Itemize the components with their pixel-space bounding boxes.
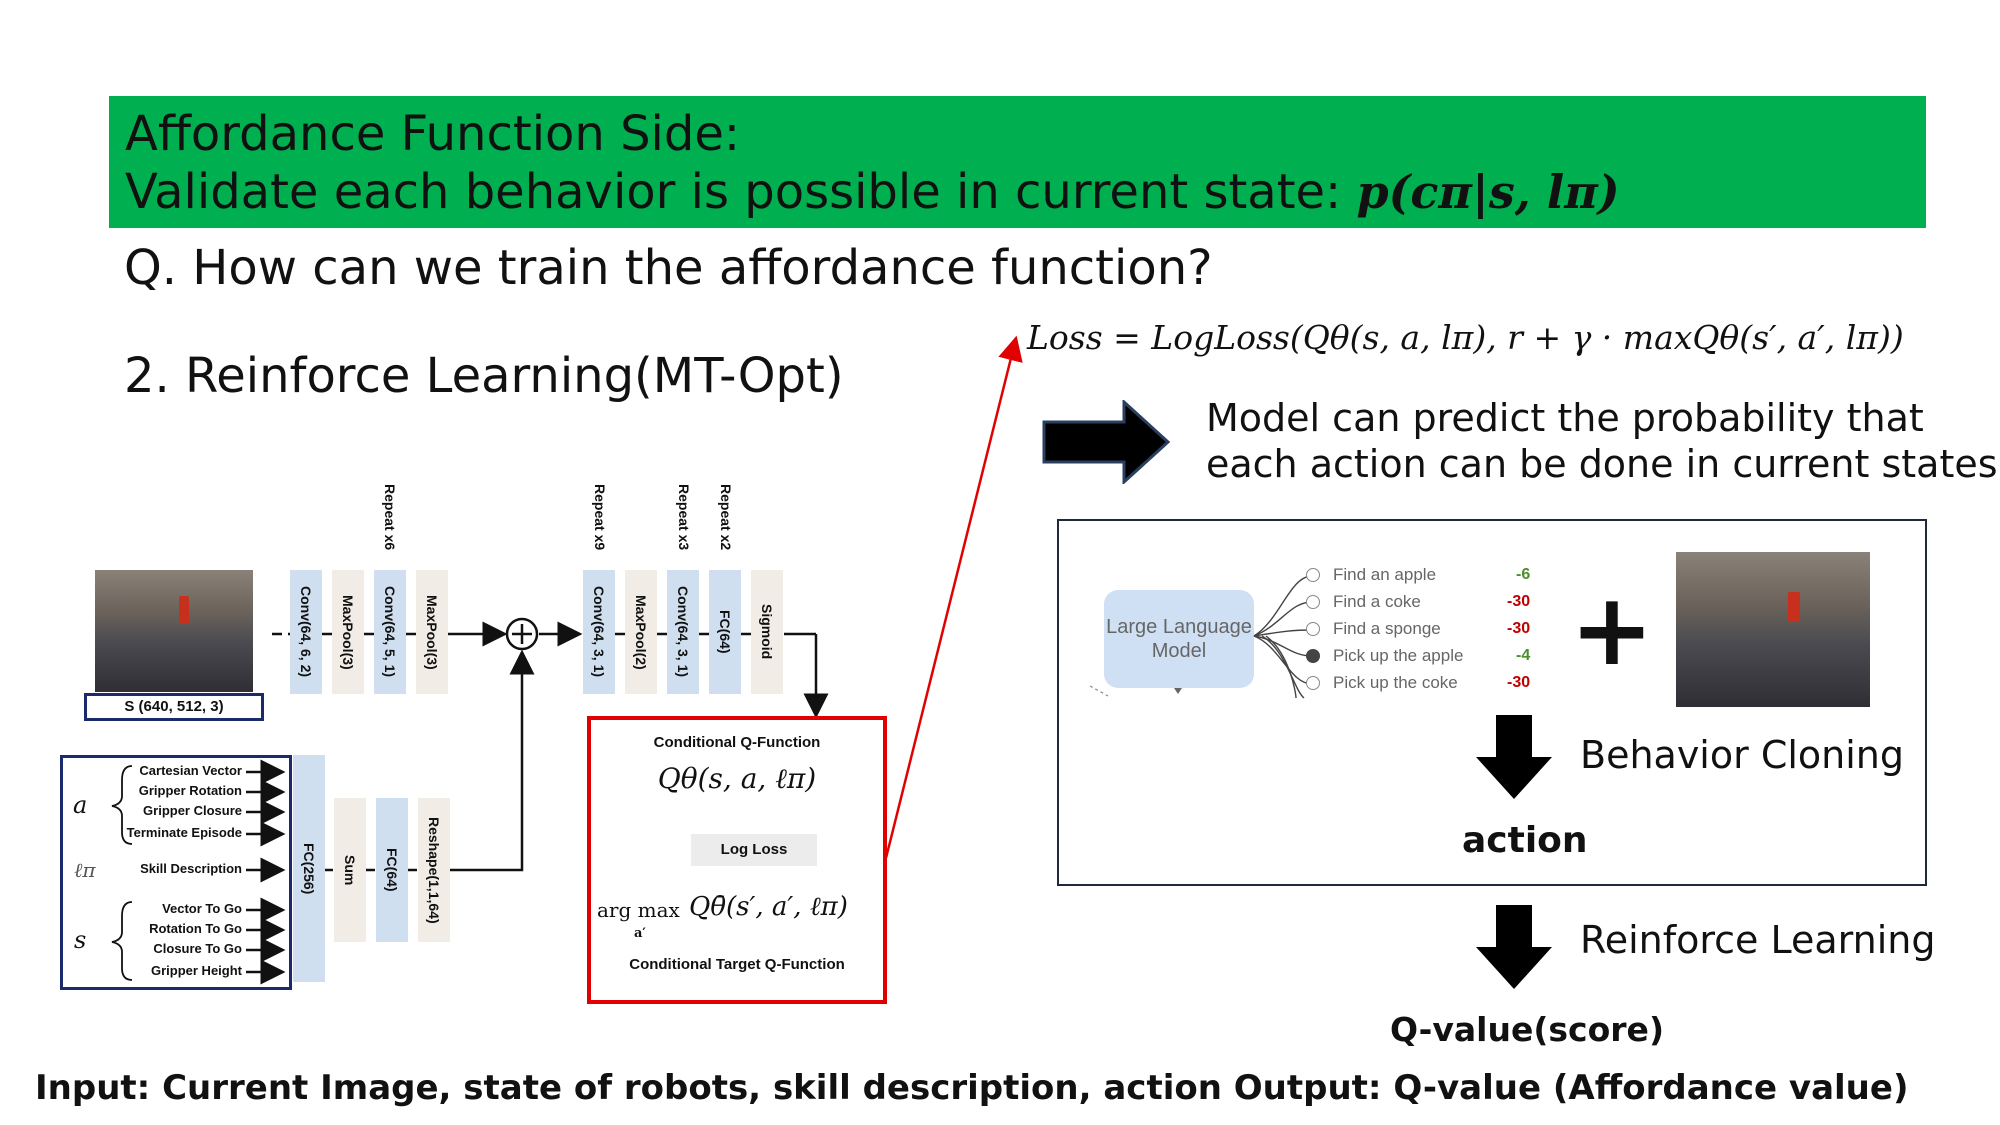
option-radio[interactable] xyxy=(1306,622,1320,636)
layer-fc-256: FC(256) xyxy=(293,755,325,982)
scene-image xyxy=(1676,552,1870,707)
log-loss-block: Log Loss xyxy=(691,834,817,866)
option-label: Find an apple xyxy=(1333,565,1437,584)
input-gripper-rotation: Gripper Rotation xyxy=(138,783,242,798)
layer-maxpool-1: MaxPool(3) xyxy=(332,570,364,694)
saycan-panel xyxy=(1057,519,1927,886)
input-skill-description: Skill Description xyxy=(140,861,242,876)
q-value-output-label: Q-value(score) xyxy=(1390,1010,1665,1049)
repeat-label: Repeat x2 xyxy=(718,484,734,551)
model-note-line1: Model can predict the probability that xyxy=(1206,396,1924,440)
reinforce-learning-label: Reinforce Learning xyxy=(1580,918,1936,962)
coke-can-icon xyxy=(179,596,189,624)
input-closure-to-go: Closure To Go xyxy=(153,941,242,956)
layer-fc-64-bottom: FC(64) xyxy=(376,798,408,942)
option-radio-selected[interactable] xyxy=(1306,649,1320,663)
argmax-subscript: a′ xyxy=(634,926,646,941)
layer-maxpool-2: MaxPool(3) xyxy=(416,570,448,694)
target-q-formula: Qθ̄(s′, a′, ℓπ) xyxy=(689,892,848,922)
loss-formula: Loss = LogLoss(Qθ(s, a, lπ), r + γ · max… xyxy=(1027,318,1904,357)
footer-summary: Input: Current Image, state of robots, s… xyxy=(35,1068,1909,1108)
banner-title: Affordance Function Side: xyxy=(125,106,741,162)
layer-sum: Sum xyxy=(334,798,366,942)
option-label: Find a sponge xyxy=(1333,619,1441,638)
right-arrow-icon xyxy=(1042,400,1171,484)
argmax-operator: arg max xyxy=(597,898,680,922)
option-radio[interactable] xyxy=(1306,568,1320,582)
question-text: Q. How can we train the affordance funct… xyxy=(124,240,1213,296)
layer-conv-2: Conv(64, 5, 1) xyxy=(374,570,406,694)
target-q-function-title: Conditional Target Q-Function xyxy=(629,956,845,973)
layer-fc-64-top: FC(64) xyxy=(709,570,741,694)
down-arrow-icon xyxy=(1476,905,1552,989)
model-note-line2: each action can be done in current state… xyxy=(1206,442,2000,486)
repeat-label: Repeat x6 xyxy=(382,484,398,551)
input-cartesian-vector: Cartesian Vector xyxy=(139,763,242,778)
option-radio[interactable] xyxy=(1306,595,1320,609)
repeat-label: Repeat x3 xyxy=(676,484,692,551)
option-score: -4 xyxy=(1516,647,1531,664)
action-output-label: action xyxy=(1462,820,1588,861)
title-banner: Affordance Function Side: Validate each … xyxy=(109,96,1926,228)
layer-reshape: Reshape(1,1,64) xyxy=(418,798,450,942)
option-score: -6 xyxy=(1516,566,1531,583)
robot-camera-image xyxy=(95,570,253,692)
input-vector-to-go: Vector To Go xyxy=(162,901,242,916)
robot-state-input-panel xyxy=(60,755,292,990)
input-shape-label: S (640, 512, 3) xyxy=(84,693,264,721)
layer-conv-4: Conv(64, 3, 1) xyxy=(667,570,699,694)
behavior-cloning-label: Behavior Cloning xyxy=(1580,733,1905,777)
action-symbol: a xyxy=(73,791,88,819)
affordance-formula: p(cπ|s, lπ) xyxy=(1356,165,1620,219)
option-label: Pick up the coke xyxy=(1333,673,1458,692)
layer-sigmoid: Sigmoid xyxy=(751,570,783,694)
option-score: -30 xyxy=(1507,620,1531,637)
repeat-label: Repeat x9 xyxy=(592,484,608,551)
input-gripper-height: Gripper Height xyxy=(150,963,242,978)
option-score: -30 xyxy=(1507,674,1531,691)
banner-subtitle: Validate each behavior is possible in cu… xyxy=(125,164,1620,220)
layer-maxpool-3: MaxPool(2) xyxy=(625,570,657,694)
q-function-formula: Qθ(s, a, ℓπ) xyxy=(657,762,817,795)
skill-symbol: ℓπ xyxy=(74,858,96,882)
input-terminate-episode: Terminate Episode xyxy=(126,825,242,840)
option-score: -30 xyxy=(1507,593,1531,610)
banner-subtitle-text: Validate each behavior is possible in cu… xyxy=(125,164,1357,220)
llm-block: Large Language Model xyxy=(1104,590,1254,688)
plus-sign: + xyxy=(1570,571,1654,688)
q-function-title: Conditional Q-Function xyxy=(653,734,821,751)
option-label: Pick up the apple xyxy=(1333,646,1464,665)
coke-can-icon xyxy=(1788,592,1800,622)
layer-conv-1: Conv(64, 6, 2) xyxy=(290,570,322,694)
option-radio[interactable] xyxy=(1306,676,1320,690)
llm-option-branches xyxy=(1090,575,1313,699)
conditional-q-function-box: Conditional Q-Function Qθ(s, a, ℓπ) Log … xyxy=(587,716,887,1004)
input-rotation-to-go: Rotation To Go xyxy=(149,921,242,936)
state-symbol: s xyxy=(74,926,87,954)
method-heading: 2. Reinforce Learning(MT-Opt) xyxy=(124,348,844,404)
down-arrow-icon xyxy=(1476,715,1552,799)
option-label: Find a coke xyxy=(1333,592,1421,611)
layer-conv-3: Conv(64, 3, 1) xyxy=(583,570,615,694)
input-gripper-closure: Gripper Closure xyxy=(143,803,242,818)
